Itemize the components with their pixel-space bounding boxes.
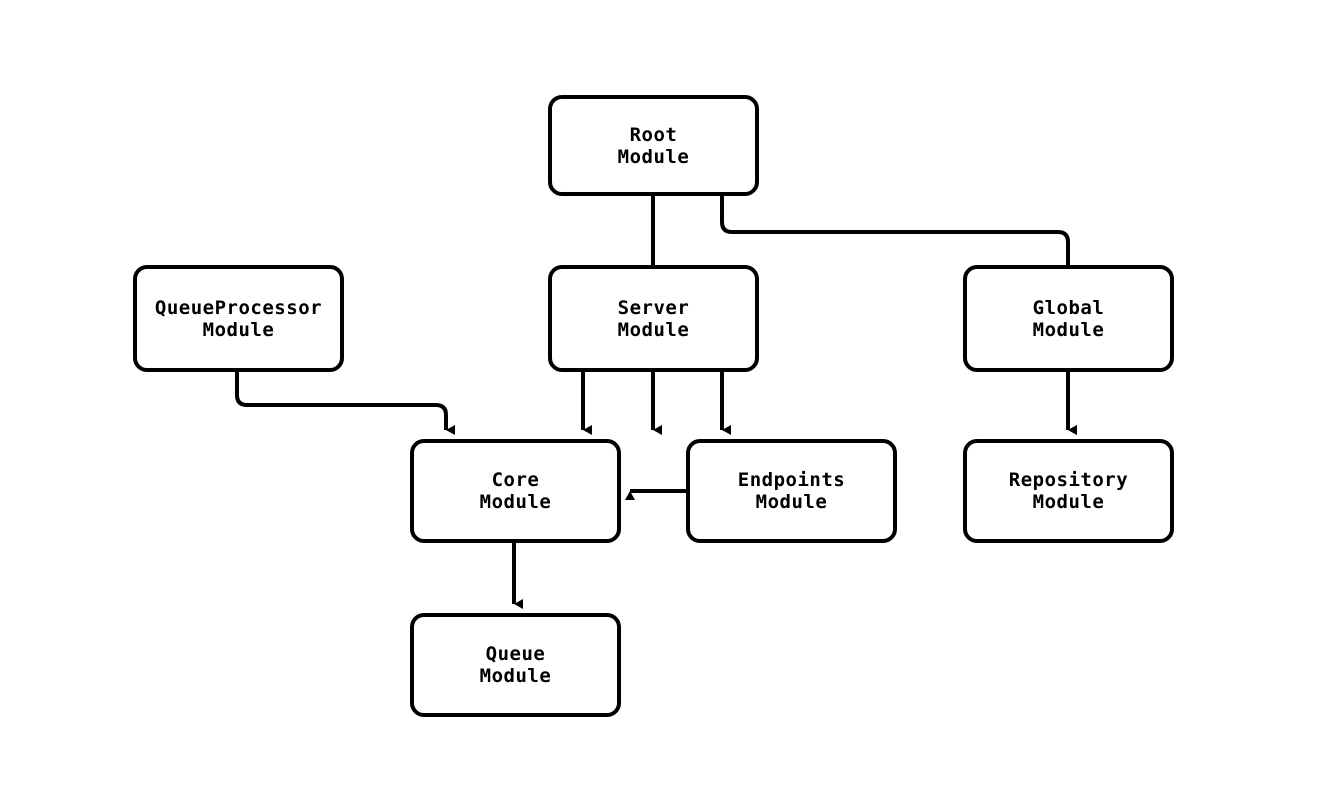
node-endpoints[interactable]: Endpoints Module (686, 439, 897, 543)
node-server-label: Server Module (617, 296, 690, 341)
node-server[interactable]: Server Module (548, 265, 759, 372)
node-root-label: Root Module (617, 123, 690, 168)
node-root[interactable]: Root Module (548, 95, 759, 196)
node-queueprocessor[interactable]: QueueProcessor Module (133, 265, 344, 372)
node-queueprocessor-label: QueueProcessor Module (154, 296, 323, 341)
node-repository[interactable]: Repository Module (963, 439, 1174, 543)
node-queue-label: Queue Module (479, 643, 552, 687)
edge-queueprocessor-core (235, 372, 455, 435)
node-core[interactable]: Core Module (410, 439, 621, 543)
node-core-label: Core Module (479, 469, 552, 513)
node-queue[interactable]: Queue Module (410, 613, 621, 717)
node-endpoints-label: Endpoints Module (737, 469, 846, 513)
node-global[interactable]: Global Module (963, 265, 1174, 372)
node-repository-label: Repository Module (1008, 469, 1129, 513)
node-global-label: Global Module (1032, 296, 1105, 341)
